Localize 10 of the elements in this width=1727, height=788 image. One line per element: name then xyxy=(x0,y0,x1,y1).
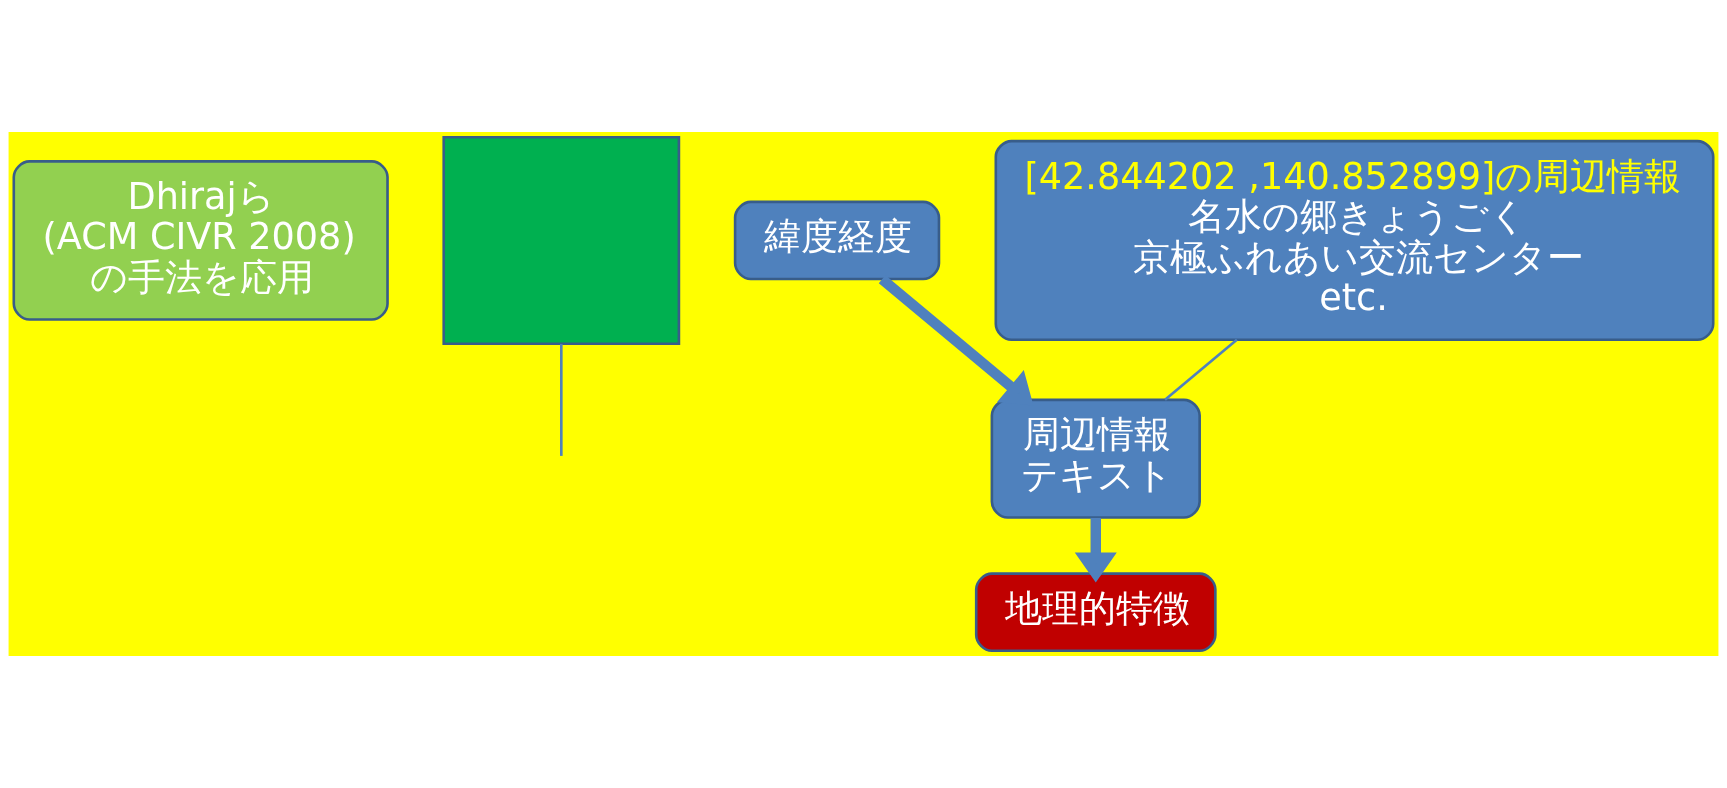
node-box: Dhirajら (ACM CIVR 2008) の手法を応用 xyxy=(12,160,389,321)
node-box: [42.844202 ,140.852899]の周辺情報 名水の郷きょうごく 京極ふれあい交流センター etc. xyxy=(994,139,1715,342)
node-box xyxy=(442,135,681,345)
node-box: 周辺情報 テキスト xyxy=(990,398,1201,519)
connector xyxy=(1164,338,1238,401)
arrow xyxy=(878,275,1034,406)
connector xyxy=(560,343,563,456)
arrow xyxy=(1074,517,1117,583)
node-box: 緯度経度 xyxy=(733,200,941,281)
node-box: 地理的特徴 xyxy=(974,572,1217,653)
